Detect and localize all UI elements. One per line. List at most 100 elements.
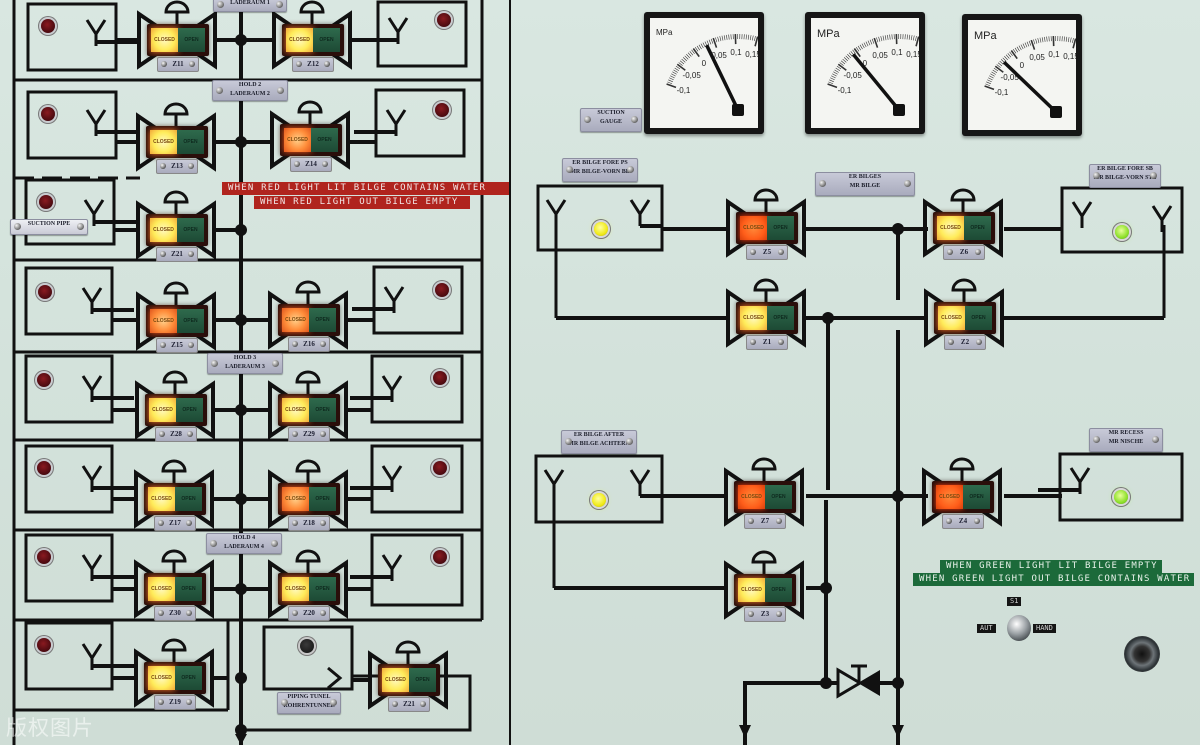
- valve-open-button[interactable]: OPEN: [313, 28, 340, 52]
- valve-closed-lamp[interactable]: CLOSED: [738, 485, 765, 509]
- gauge-tick: [1063, 36, 1065, 42]
- gauge-tick: [835, 67, 841, 71]
- valve-open-button[interactable]: OPEN: [175, 487, 202, 511]
- valve-tag-plate: Z6: [943, 245, 985, 260]
- valve-open-button[interactable]: OPEN: [964, 216, 991, 240]
- valve-tag-plate: Z20: [288, 606, 330, 621]
- valve-closed-lamp[interactable]: CLOSED: [151, 28, 178, 52]
- valve-open-button[interactable]: OPEN: [965, 306, 992, 330]
- gauge-tick: [710, 38, 714, 44]
- valve-closed-lamp[interactable]: CLOSED: [148, 666, 175, 690]
- valve-closed-lamp[interactable]: CLOSED: [150, 130, 177, 154]
- gauge-tick: [1026, 41, 1030, 47]
- valve-open-button[interactable]: OPEN: [177, 309, 204, 333]
- gauge-scale-label: 0: [702, 59, 707, 68]
- valve-closed-lamp[interactable]: CLOSED: [738, 578, 765, 602]
- valve-open-button[interactable]: OPEN: [177, 130, 204, 154]
- junction-dot: [892, 677, 904, 689]
- valve-closed-lamp[interactable]: CLOSED: [286, 28, 313, 52]
- valve-closed-lamp[interactable]: CLOSED: [149, 398, 176, 422]
- gauge-scale-label: 0: [863, 59, 868, 68]
- gauge-tick: [1072, 38, 1076, 49]
- valve-open-button[interactable]: OPEN: [765, 578, 792, 602]
- gauge-tick: [673, 69, 678, 73]
- gauge-tick: [1037, 38, 1040, 44]
- socket-icon[interactable]: [1124, 636, 1160, 672]
- gauge-tick: [696, 45, 701, 51]
- gauge-tick: [668, 79, 673, 83]
- gauge-scale-label: 0: [1020, 61, 1025, 70]
- junction-dot: [892, 490, 904, 502]
- valve-closed-lamp[interactable]: CLOSED: [740, 216, 767, 240]
- valve-open-button[interactable]: OPEN: [309, 487, 336, 511]
- gauge-tick: [1012, 49, 1017, 54]
- valve-open-button[interactable]: OPEN: [175, 666, 202, 690]
- valve-open-button[interactable]: OPEN: [175, 577, 202, 601]
- valve-open-button[interactable]: OPEN: [178, 28, 205, 52]
- valve-closed-lamp[interactable]: CLOSED: [282, 577, 309, 601]
- gauge-tick: [840, 60, 846, 65]
- valve-closed-lamp[interactable]: CLOSED: [282, 398, 309, 422]
- valve-open-button[interactable]: OPEN: [409, 668, 436, 692]
- selector-switch[interactable]: [1007, 615, 1031, 641]
- gauge-tick: [882, 35, 885, 41]
- valve-open-button[interactable]: OPEN: [176, 398, 203, 422]
- valve-closed-lamp[interactable]: CLOSED: [936, 485, 963, 509]
- valve-open-button[interactable]: OPEN: [767, 306, 794, 330]
- gauge-tick: [1016, 46, 1020, 52]
- valve-closed-lamp[interactable]: CLOSED: [148, 487, 175, 511]
- valve-closed-lamp[interactable]: CLOSED: [382, 668, 409, 692]
- valve-open-button[interactable]: OPEN: [963, 485, 990, 509]
- valve-open-button[interactable]: OPEN: [765, 485, 792, 509]
- valve-closed-lamp[interactable]: CLOSED: [150, 309, 177, 333]
- gauge-tick: [698, 44, 702, 50]
- valve-open-button[interactable]: OPEN: [309, 308, 336, 332]
- warning-label-red: WHEN RED LIGHT LIT BILGE CONTAINS WATER: [222, 182, 509, 195]
- valve-open-button[interactable]: OPEN: [309, 577, 336, 601]
- gauge-tick: [1035, 38, 1038, 44]
- valve-closed-lamp[interactable]: CLOSED: [282, 487, 309, 511]
- valve-tag-plate: Z28: [155, 427, 197, 442]
- gauge-tick: [990, 73, 995, 77]
- valve-closed-lamp[interactable]: CLOSED: [282, 308, 309, 332]
- valve-closed-lamp[interactable]: CLOSED: [740, 306, 767, 330]
- valve-closed-lamp[interactable]: CLOSED: [938, 306, 965, 330]
- valve-open-button[interactable]: OPEN: [767, 216, 794, 240]
- valve-closed-lamp[interactable]: CLOSED: [150, 218, 177, 242]
- warning-label-red: WHEN RED LIGHT OUT BILGE EMPTY: [254, 196, 470, 209]
- gauge-tick: [906, 34, 908, 40]
- gauge-tick: [666, 83, 677, 89]
- flow-arrow-icon: [739, 725, 751, 738]
- valve-tag-plate: Z16: [288, 337, 330, 352]
- valve-closed-lamp[interactable]: CLOSED: [937, 216, 964, 240]
- valve-tag-plate: Z21: [156, 247, 198, 262]
- valve-open-button[interactable]: OPEN: [311, 128, 338, 152]
- valve-open-button[interactable]: OPEN: [177, 218, 204, 242]
- valve-closed-lamp[interactable]: CLOSED: [284, 128, 311, 152]
- gauge-tick: [1069, 37, 1072, 43]
- valve-open-button[interactable]: OPEN: [309, 398, 336, 422]
- valve-closed-lamp[interactable]: CLOSED: [148, 577, 175, 601]
